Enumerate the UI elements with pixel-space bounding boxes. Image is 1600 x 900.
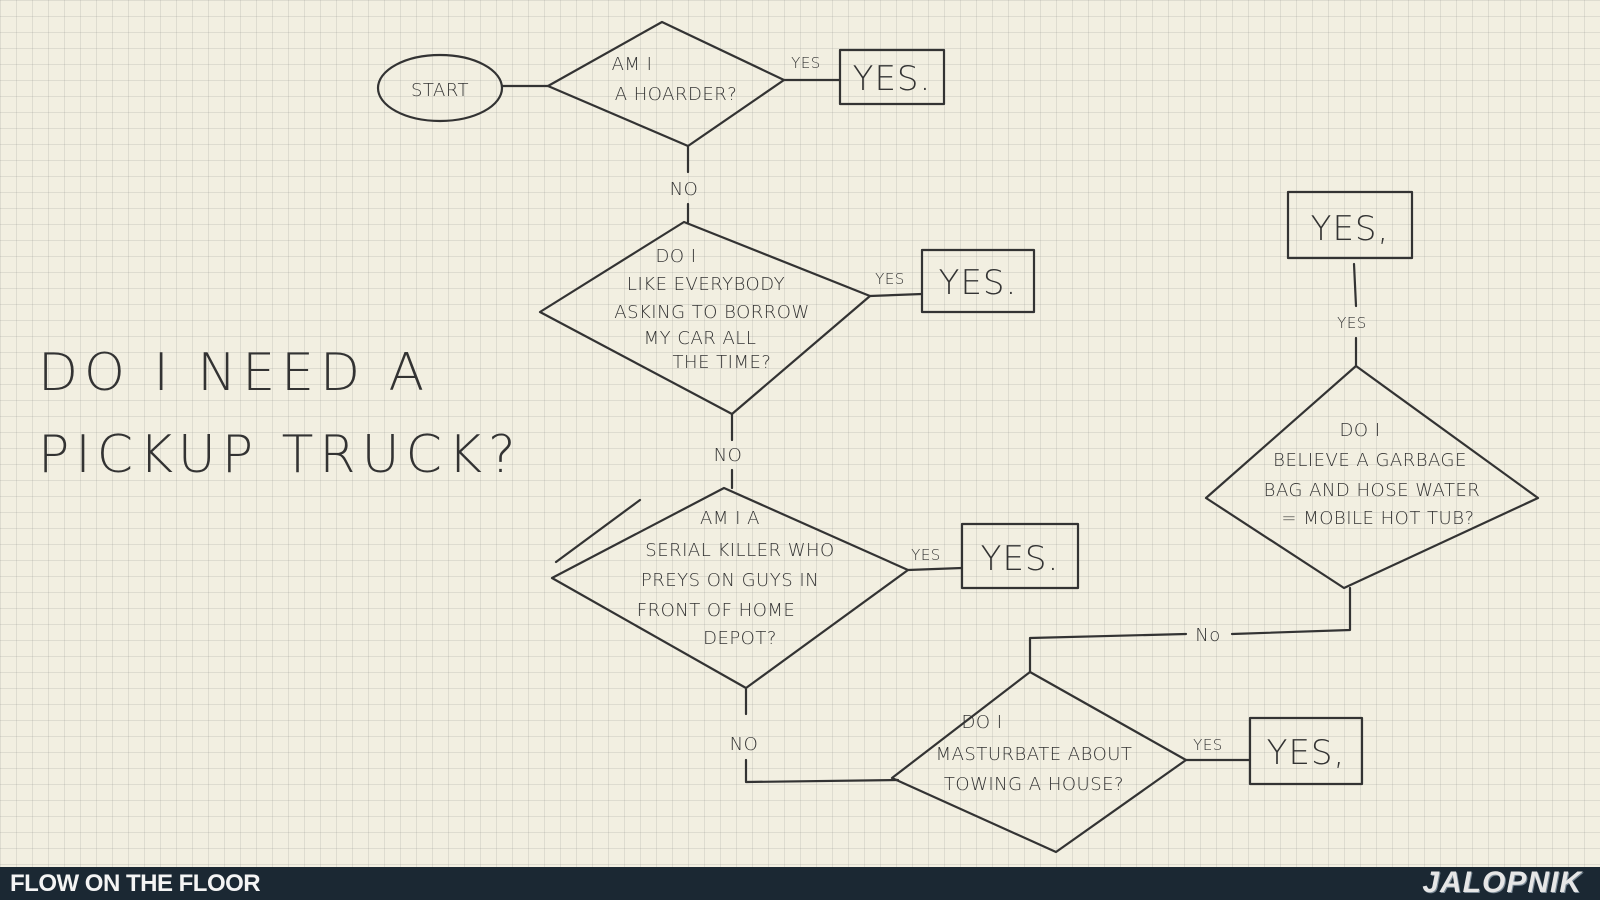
q5-line-3: BAG AND HOSE WATER: [1264, 480, 1481, 501]
start-label: START: [411, 80, 469, 101]
yes-box-4: [1248, 716, 1364, 786]
footer-label: FLOW ON THE FLOOR: [10, 870, 261, 897]
q3-line-3: PREYS ON GUYS IN: [641, 570, 819, 591]
yes-box-5: [1286, 190, 1414, 260]
q4-line-3: TOWING A HOUSE?: [944, 774, 1124, 795]
connector-q2-yes: [868, 292, 924, 298]
q4-line-2: MASTURBATE ABOUT: [936, 744, 1133, 765]
q3-line-2: SERIAL KILLER WHO: [645, 540, 834, 561]
footer-bar: FLOW ON THE FLOOR JALOPNIK: [0, 867, 1600, 900]
yes-box-4-text: YES,: [1267, 733, 1346, 773]
q3-line-5: DEPOT?: [703, 628, 777, 649]
q4-line-1: DO I: [961, 712, 1002, 733]
decision-q5: [1204, 364, 1540, 590]
q1-line-2: A HOARDER?: [615, 84, 738, 105]
q3-yes-label: YES: [911, 546, 941, 564]
q2-line-2: LIKE EVERYBODY: [627, 274, 785, 295]
q1-line-1: AM I: [612, 54, 653, 75]
connector-q4-q5: [1028, 586, 1352, 674]
q2-line-3: ASKING TO BORROW: [614, 302, 810, 323]
q2-line-5: THE TIME?: [673, 352, 772, 373]
yes-box-2-text: YES.: [939, 263, 1018, 303]
q5-line-1: DO I: [1339, 420, 1380, 441]
yes-box-1-text: YES.: [853, 59, 932, 99]
q4-yes-label: YES: [1193, 736, 1223, 754]
q2-no-label: NO: [714, 445, 743, 466]
q3-line-4: FRONT OF HOME: [637, 600, 796, 621]
q1-no-label: NO: [670, 179, 699, 200]
yes-box-3: [960, 522, 1080, 590]
connector-q3-no: [744, 686, 900, 784]
q2-line-1: DO I: [655, 246, 696, 267]
q4-q5-no-label: No: [1195, 625, 1220, 646]
q3-overstroke: [554, 498, 642, 564]
title-line-1: DO I NEED A: [38, 343, 430, 403]
yes-box-2: [920, 248, 1036, 314]
start-oval: [376, 53, 504, 123]
q3-no-label: NO: [730, 734, 759, 755]
q2-yes-label: YES: [875, 270, 905, 288]
q5-yes-label: YES: [1337, 314, 1367, 332]
title-line-2: PICKUP TRUCK?: [38, 425, 522, 485]
graph-paper-background: [0, 0, 1600, 867]
q1-yes-label: YES: [791, 54, 821, 72]
yes-box-1: [838, 48, 946, 106]
q2-line-4: MY CAR ALL: [644, 328, 757, 349]
flowchart: DO I NEED A PICKUP TRUCK? START AM I A H…: [38, 20, 1540, 854]
q5-line-4: = MOBILE HOT TUB?: [1281, 508, 1474, 529]
yes-box-5-text: YES,: [1311, 209, 1390, 249]
jalopnik-logo: JALOPNIK: [1422, 866, 1582, 899]
connector-q3-yes: [906, 566, 964, 572]
q3-line-1: AM I A: [700, 508, 760, 529]
q5-line-2: BELIEVE A GARBAGE: [1273, 450, 1467, 471]
yes-box-3-text: YES.: [981, 539, 1060, 579]
connector-q5-yes: [1352, 262, 1358, 368]
